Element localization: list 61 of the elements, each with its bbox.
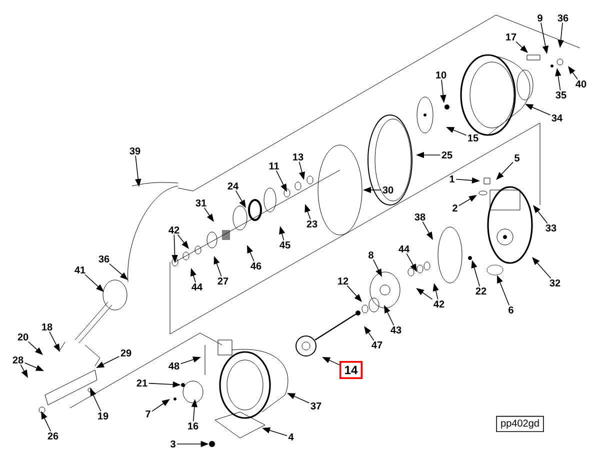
callout-number: 30	[382, 186, 394, 194]
callout-number: 4	[288, 434, 294, 440]
leader-line	[109, 263, 128, 280]
callout-number: 17	[506, 34, 516, 40]
callout-number: 16	[188, 422, 198, 430]
boxed-callout-number: 14	[339, 360, 363, 380]
callout-number: 5	[514, 154, 520, 162]
callout-number: 11	[269, 162, 280, 170]
callout-number: 42	[168, 226, 180, 234]
callout-number: 32	[550, 279, 560, 287]
drawing-code-box: pp402gd	[496, 416, 544, 432]
leader-line	[532, 257, 552, 279]
callout-number: 7	[146, 410, 150, 418]
callout-number: 24	[228, 182, 238, 190]
callout-number: 13	[293, 153, 304, 161]
leader-line	[516, 41, 528, 53]
callout-number: 43	[390, 326, 402, 334]
callout-number: 3	[170, 440, 176, 448]
leader-line	[496, 162, 514, 180]
callout-number: 39	[130, 147, 140, 155]
callout-number: 33	[546, 224, 556, 232]
part-ellipse	[486, 264, 504, 276]
callout-number: 38	[414, 213, 426, 221]
callout-number: 15	[468, 134, 478, 142]
callout-number: 9	[538, 14, 542, 22]
callout-number: 36	[98, 255, 110, 263]
callout-number: 34	[552, 114, 562, 122]
callout-number: 1	[450, 176, 454, 182]
callout-number: 2	[452, 204, 458, 212]
leader-line	[84, 274, 104, 292]
callout-number: 18	[42, 323, 52, 331]
leader-line	[28, 341, 43, 355]
callout-number: 26	[48, 432, 58, 440]
leader-line	[346, 285, 362, 302]
callout-number: 40	[576, 80, 586, 88]
callout-number: 19	[98, 412, 108, 420]
callout-number: 44	[398, 246, 410, 252]
callout-number: 8	[368, 251, 374, 259]
callout-number: 45	[280, 242, 290, 248]
callout-number: 21	[136, 380, 148, 386]
callout-number: 31	[196, 199, 206, 207]
callout-number: 25	[442, 151, 452, 159]
callout-number: 29	[120, 349, 132, 357]
callout-number: 48	[168, 362, 180, 370]
callout-number: 35	[556, 91, 566, 99]
callout-number: 42	[434, 300, 444, 308]
callout-number: 12	[338, 278, 348, 284]
callout-number: 37	[310, 402, 322, 410]
callout-number: 6	[508, 306, 514, 314]
callout-number: 46	[250, 262, 262, 270]
callout-number: 23	[306, 220, 318, 228]
callout-number: 22	[476, 288, 486, 294]
callout-number: 28	[12, 356, 24, 364]
callout-number: 41	[74, 266, 86, 274]
callout-number: 20	[18, 333, 28, 341]
callout-number: 36	[558, 14, 568, 22]
callout-number: 44	[192, 284, 202, 290]
leader-line	[533, 205, 548, 224]
callout-number: 47	[372, 342, 382, 348]
callout-number: 27	[218, 278, 228, 284]
callout-number: 10	[436, 71, 446, 79]
